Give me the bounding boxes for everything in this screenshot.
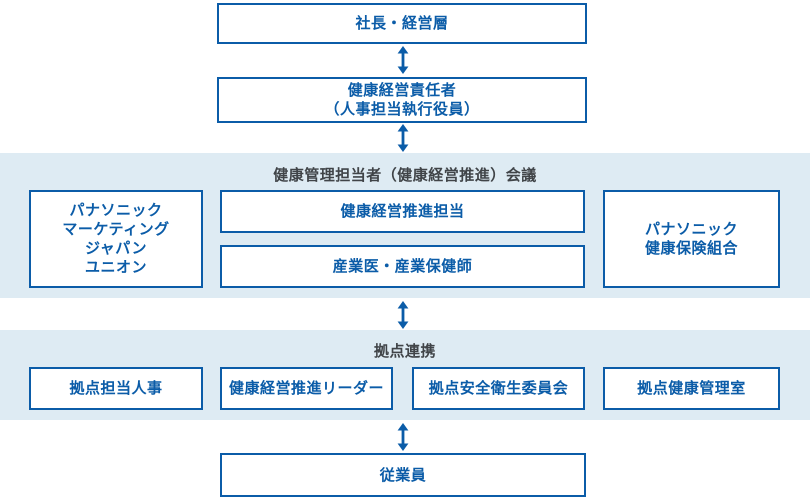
site-safety-committee-box: 拠点安全衛生委員会 [412,367,585,410]
double-arrow-icon [394,124,412,152]
double-arrow-icon [394,423,412,451]
site-health-office-box: 拠点健康管理室 [603,367,780,410]
union-box: パナソニック マーケティング ジャパン ユニオン [29,190,203,288]
employees-box: 従業員 [220,453,586,497]
council-heading: 健康管理担当者（健康経営推進）会議 [273,167,537,184]
double-arrow-icon [394,46,412,74]
promotion-box: 健康経営推進担当 [220,190,585,233]
site-leader-box: 健康経営推進リーダー [220,367,393,410]
double-arrow-icon [394,301,412,329]
site-hr-box: 拠点担当人事 [29,367,203,410]
sites-heading: 拠点連携 [373,343,436,360]
occupational-health-box: 産業医・産業保健師 [220,245,585,288]
insurance-box: パナソニック 健康保険組合 [603,190,780,288]
president-box: 社長・経営層 [217,3,587,44]
health-executive-box: 健康経営責任者 （人事担当執行役員） [217,77,587,123]
